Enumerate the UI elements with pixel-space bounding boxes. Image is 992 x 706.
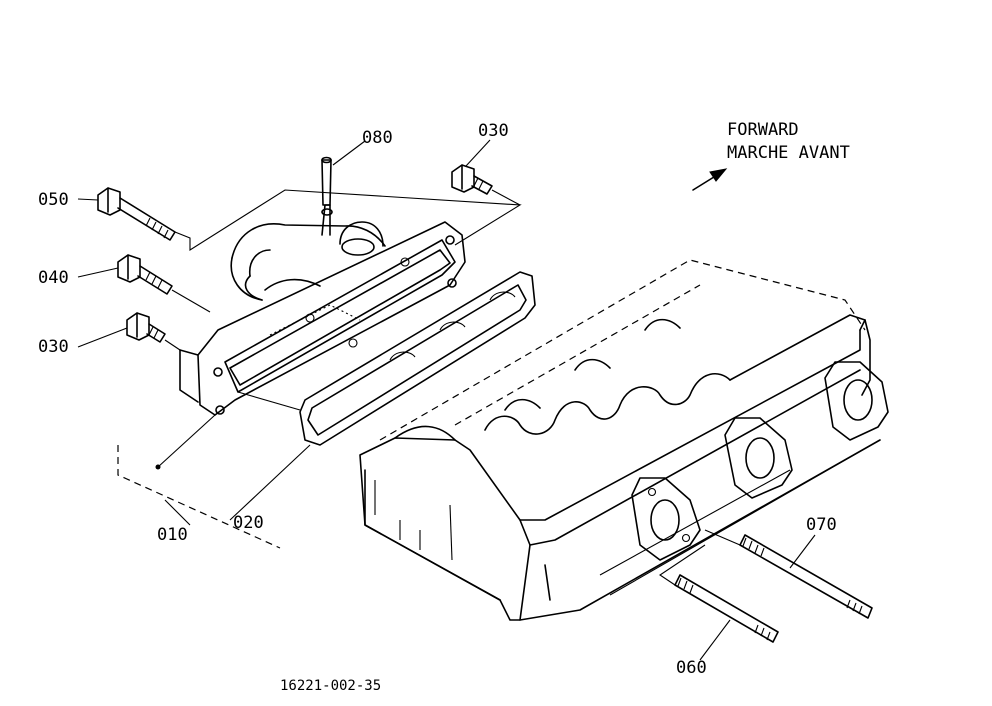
callout-070: 070: [806, 515, 837, 535]
bolt-050: [97, 187, 176, 241]
callout-050: 050: [38, 190, 69, 210]
gasket: [299, 271, 536, 446]
bolt-030-right: [451, 164, 493, 195]
explode-lines: [164, 189, 741, 586]
callout-030-left: 030: [38, 337, 69, 357]
intake-heater: [321, 156, 332, 206]
callout-060: 060: [676, 658, 707, 678]
direction-label-en: FORWARD: [727, 120, 799, 140]
leader-lines: [77, 139, 816, 661]
drawing-number: 16221-002-35: [280, 678, 381, 694]
callout-020: 020: [233, 513, 264, 533]
assembly-bracket: [117, 414, 281, 549]
callout-010: 010: [157, 525, 188, 545]
cylinder-head: [359, 259, 889, 621]
bolt-040: [117, 254, 173, 295]
callout-030-right: 030: [478, 121, 509, 141]
intake-manifold: [179, 204, 466, 416]
callout-080: 080: [362, 128, 393, 148]
stud-060: [674, 574, 779, 643]
callout-040: 040: [38, 268, 69, 288]
direction-label-fr: MARCHE AVANT: [727, 143, 850, 163]
bolt-030-left: [126, 312, 166, 343]
stud-070: [739, 534, 873, 619]
forward-arrow-icon: [692, 168, 728, 191]
